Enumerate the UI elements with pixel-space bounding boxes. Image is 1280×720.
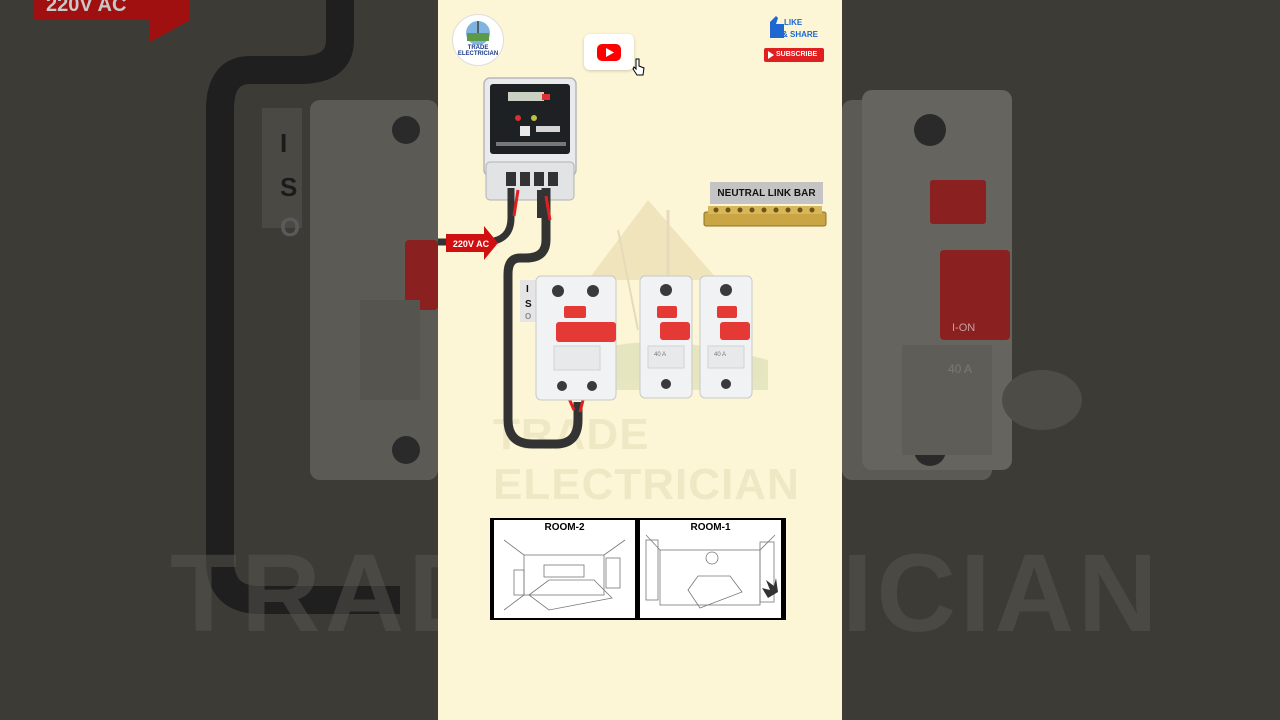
like-share-subscribe[interactable]: LIKE & SHARE SUBSCRIBE [760,14,826,64]
channel-logo[interactable]: TRADE ELECTRICIAN [452,14,504,66]
iso-plate [520,280,538,322]
room-1-label: ROOM-1 [690,522,731,533]
room-2-sketch [503,539,626,611]
center-watermark: TRADE ELECTRICIAN [493,410,800,509]
iso-letter-i: I [526,284,529,295]
thumbs-up-icon [764,16,824,62]
left-background-art [0,0,438,720]
like-text: LIKE [784,18,803,27]
right-toggle [940,250,1010,340]
iso-letter-s: S [525,299,532,310]
neutral-link-bar-label: NEUTRAL LINK BAR [710,182,823,204]
plant-icon [762,578,778,598]
room-2-box: ROOM-2 [492,518,637,620]
left-ac-text: 220V AC [46,0,127,16]
left-watermark: TRADE [170,532,438,655]
youtube-button[interactable] [584,34,645,76]
neutral-link-bar [703,206,827,227]
diagram-panel: TRADE ELECTRICIAN [438,0,842,720]
mcb-room-1 [699,275,753,399]
isolator [535,275,617,401]
right-watermark: ICIAN [842,532,1162,655]
mcb-room-2-rating: 40 A [654,352,667,358]
subscribe-text: SUBSCRIBE [776,51,818,58]
left-iso-letter-s: S [280,172,298,202]
meter-out-red [544,195,552,221]
youtube-play-icon [597,44,621,61]
supply-arrow [446,226,498,260]
pointer-hand-icon [632,58,645,76]
left-iso-plate [262,108,302,228]
supply-phase-red-end [512,189,520,217]
supply-voltage-label: 220V AC [452,239,490,249]
logo-text: TRADE ELECTRICIAN [457,45,499,57]
left-iso-letter-o: O [280,212,301,242]
energy-meter [483,77,577,201]
left-iso-letter-i: I [280,128,288,158]
left-wire [206,0,400,614]
room-2-label: ROOM-2 [544,522,585,533]
share-text: & SHARE [782,30,819,39]
mcb-room-2 [639,275,693,399]
logo-icon [466,21,490,45]
iso-letter-o: O [525,312,532,321]
right-background: I-ON 40 A ICIAN [842,0,1280,720]
room-1-box: ROOM-1 [638,518,783,620]
right-background-art [842,0,1280,720]
room-1-sketch [645,534,778,609]
mcb-room-1-rating: 40 A [714,352,727,358]
meter-to-isolator-wire [503,188,583,449]
right-rating-text: 40 A [948,362,973,376]
left-arrow-shape [34,0,190,42]
right-switch-text: I-ON [952,322,976,334]
left-background: 220V AC I S O TRADE [0,0,438,720]
